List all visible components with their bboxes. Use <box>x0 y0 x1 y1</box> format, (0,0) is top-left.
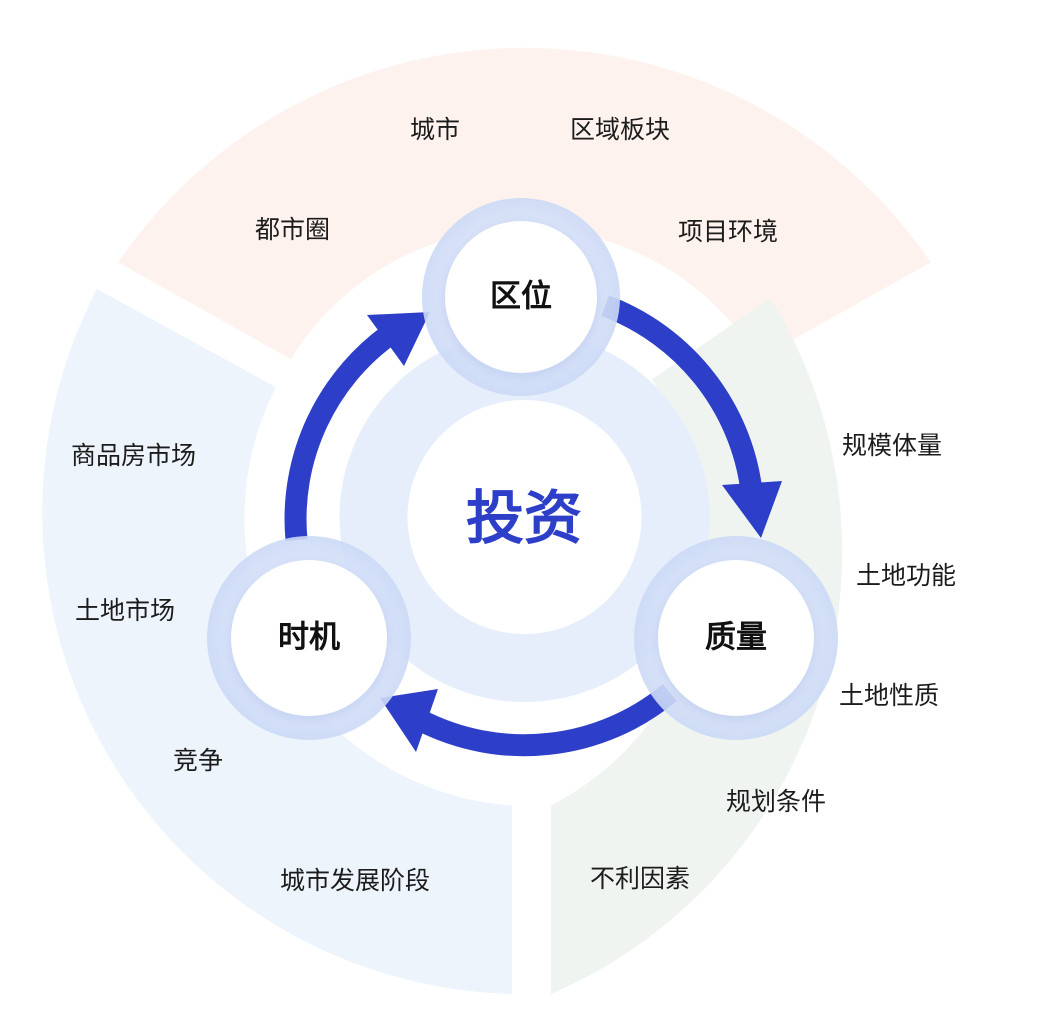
arrow-location-to-quality <box>601 295 764 500</box>
timing-item-city-development-stage: 城市发展阶段 <box>280 866 431 895</box>
arrow-quality-to-timing <box>414 684 677 757</box>
timing-item-competition: 竞争 <box>173 746 224 775</box>
arrowhead-to-timing <box>380 689 438 752</box>
location-item-district: 区域板块 <box>570 115 671 144</box>
timing-item-housing-market: 商品房市场 <box>71 441 197 470</box>
location-item-project-environment: 项目环境 <box>678 217 779 246</box>
location-item-metro-area: 都市圈 <box>255 215 331 244</box>
node-label-timing: 时机 <box>278 619 340 656</box>
location-item-city: 城市 <box>410 115 461 144</box>
quality-item-adverse-factors: 不利因素 <box>590 864 691 893</box>
quality-item-planning-conditions: 规划条件 <box>726 787 827 816</box>
arrowhead-to-quality <box>722 481 782 538</box>
center-label-investment: 投资 <box>465 484 583 552</box>
node-quality <box>634 536 838 740</box>
timing-item-land-market: 土地市场 <box>75 596 176 625</box>
node-location <box>422 198 620 396</box>
arrowhead-to-location <box>367 312 430 366</box>
node-label-location: 区位 <box>490 278 552 315</box>
arrow-timing-to-location <box>284 320 403 542</box>
center-circle <box>407 400 642 634</box>
quality-item-scale: 规模体量 <box>842 431 943 460</box>
quality-item-land-nature: 土地性质 <box>839 681 940 710</box>
quality-item-land-function: 土地功能 <box>856 561 957 590</box>
node-timing <box>207 536 411 740</box>
sector-timing <box>42 289 513 994</box>
node-label-quality: 质量 <box>705 619 767 656</box>
